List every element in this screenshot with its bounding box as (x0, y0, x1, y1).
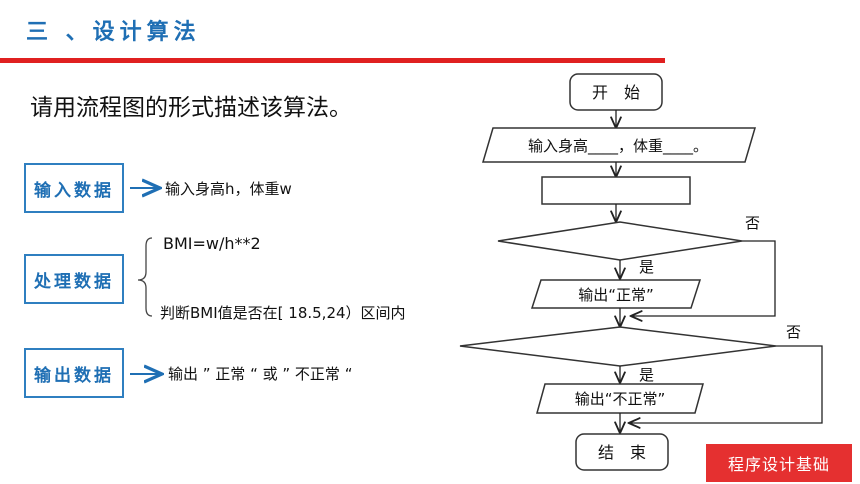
process-brace (137, 237, 153, 317)
start-label: 开 始 (592, 83, 640, 102)
input-node-label: 输入身高____，体重____。 (528, 137, 708, 156)
decision-1 (497, 221, 743, 261)
page-title: 三 、设计算法 (26, 20, 201, 45)
output-normal-label: 输出“正常” (578, 286, 654, 304)
connector-decision2-no (630, 345, 823, 423)
input-node (481, 127, 757, 163)
decision2-yes-label: 是 (639, 366, 654, 384)
input-detail: 输入身高h，体重w (165, 180, 292, 198)
bmi-range-check: 判断BMI值是否在[ 18.5,24）区间内 (160, 304, 406, 322)
output-abnormal-node (536, 383, 704, 414)
decision2-no-label: 否 (786, 323, 801, 341)
end-node (575, 433, 669, 471)
process-node (541, 176, 691, 205)
title-divider (0, 58, 665, 63)
decision1-yes-label: 是 (639, 258, 654, 276)
output-abnormal-label: 输出“不正常” (575, 390, 666, 408)
output-detail: 输出 ” 正常 “ 或 ” 不正常 “ (168, 365, 353, 383)
output-normal-node (530, 279, 702, 309)
end-label: 结 束 (598, 443, 646, 462)
decision-2 (459, 326, 777, 367)
course-badge: 程序设计基础 (706, 444, 852, 482)
bmi-formula: BMI=w/h**2 (163, 234, 261, 253)
output-data-box: 输出数据 (24, 348, 124, 398)
input-data-box: 输入数据 (24, 163, 124, 213)
connector-decision1-no (632, 240, 776, 316)
process-data-box: 处理数据 (24, 254, 124, 304)
decision1-no-label: 否 (745, 214, 760, 232)
instruction-text: 请用流程图的形式描述该算法。 (30, 95, 352, 121)
